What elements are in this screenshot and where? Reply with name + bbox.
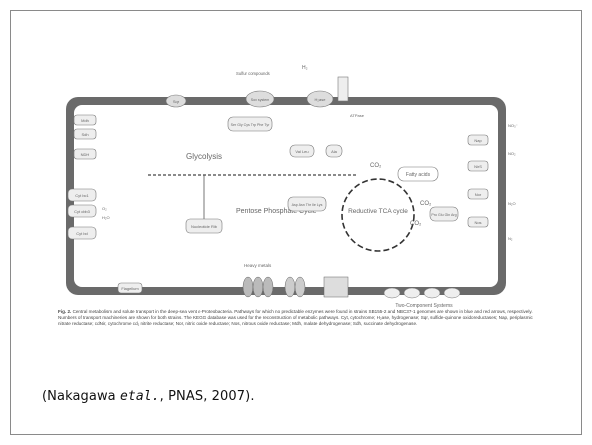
citation: (Nakagawa etal., PNAS, 2007).	[42, 389, 255, 404]
label-flagellum: Flagellum	[121, 286, 139, 291]
label-mdh: Mdh	[81, 118, 89, 123]
transporter-cluster	[242, 276, 349, 298]
label-h2: H₂	[302, 65, 308, 71]
label-sox: Sox system	[251, 98, 270, 102]
label-glycolysis: Glycolysis	[186, 152, 222, 161]
two-component-icons	[383, 287, 461, 299]
label-o2: O₂	[102, 206, 107, 211]
label-ser: Ser Gly Cys Trp Phe Tyr	[231, 123, 270, 127]
label-co2-b: CO₂	[420, 201, 432, 207]
label-ala: Ala	[331, 149, 338, 154]
label-cyt-cbb3: Cyt cbb3	[74, 209, 91, 214]
label-no3: NO₃⁻	[508, 123, 518, 128]
citation-open: (Nakagawa	[42, 389, 120, 404]
label-cyt-bc1: Cyt bc1	[75, 193, 89, 198]
top-membrane-systems: Sqr Sox system Sulfur compounds H₂ H₂ase…	[165, 65, 365, 118]
tca-cycle-ring	[341, 178, 415, 252]
label-nor: Nor	[475, 192, 482, 197]
label-sdh: Sdh	[81, 132, 88, 137]
label-tca: Reductive TCA cycle	[348, 208, 408, 215]
caption-text: Central metabolism and solute transport …	[58, 309, 533, 326]
figure-caption: Fig. 2. Central metabolism and solute tr…	[58, 309, 536, 327]
label-nucleotide: Nucleotide Rib	[191, 224, 218, 229]
label-co2-c: CO₂	[410, 221, 422, 227]
label-co2-a: CO₂	[370, 163, 382, 169]
label-nap: Nap	[474, 138, 482, 143]
label-nirs: NirS	[474, 164, 482, 169]
respiratory-complexes: Mdh Sdh NDH Cyt bc1 Cyt cbb3 Cyt bd O₂ H…	[67, 114, 110, 240]
label-pro-glu: Pro Glu Gln Arg	[431, 213, 456, 217]
caption-label: Fig. 2.	[58, 309, 72, 314]
label-atpase: ATPase	[350, 113, 365, 118]
cell-membrane-inner	[74, 105, 498, 287]
label-cyt-bd: Cyt bd	[76, 231, 88, 236]
label-ndh: NDH	[81, 152, 90, 157]
label-two-component: Two-Component Systems	[395, 303, 453, 309]
label-heavy-metals: Heavy metals	[244, 263, 272, 268]
citation-close: , PNAS, 2007).	[159, 389, 255, 404]
label-no2: NO₂	[508, 151, 516, 156]
label-n2: N₂	[508, 236, 513, 241]
label-h2o: H₂O	[102, 215, 110, 220]
label-pentose: Pentose Phosphate Cycle	[236, 208, 317, 215]
label-fatty-acids: Fatty acids	[406, 172, 431, 178]
label-val-leu: Val Leu	[295, 149, 308, 154]
denitrification-chain: Nap NirS Nor Nos NO₃⁻ NO₂ N₂O N₂	[467, 123, 518, 241]
label-sulfur: Sulfur compounds	[236, 71, 270, 76]
label-h2ase: H₂ase	[315, 97, 327, 102]
label-asp: Asp Asn Thr Ile Lys	[292, 203, 323, 207]
citation-etal: etal.	[119, 389, 160, 404]
label-nos: Nos	[474, 220, 481, 225]
metabolism-diagram: Mdh Sdh NDH Cyt bc1 Cyt cbb3 Cyt bd O₂ H…	[58, 55, 536, 310]
label-n2o: N₂O	[508, 201, 516, 206]
label-sqr: Sqr	[173, 99, 180, 104]
